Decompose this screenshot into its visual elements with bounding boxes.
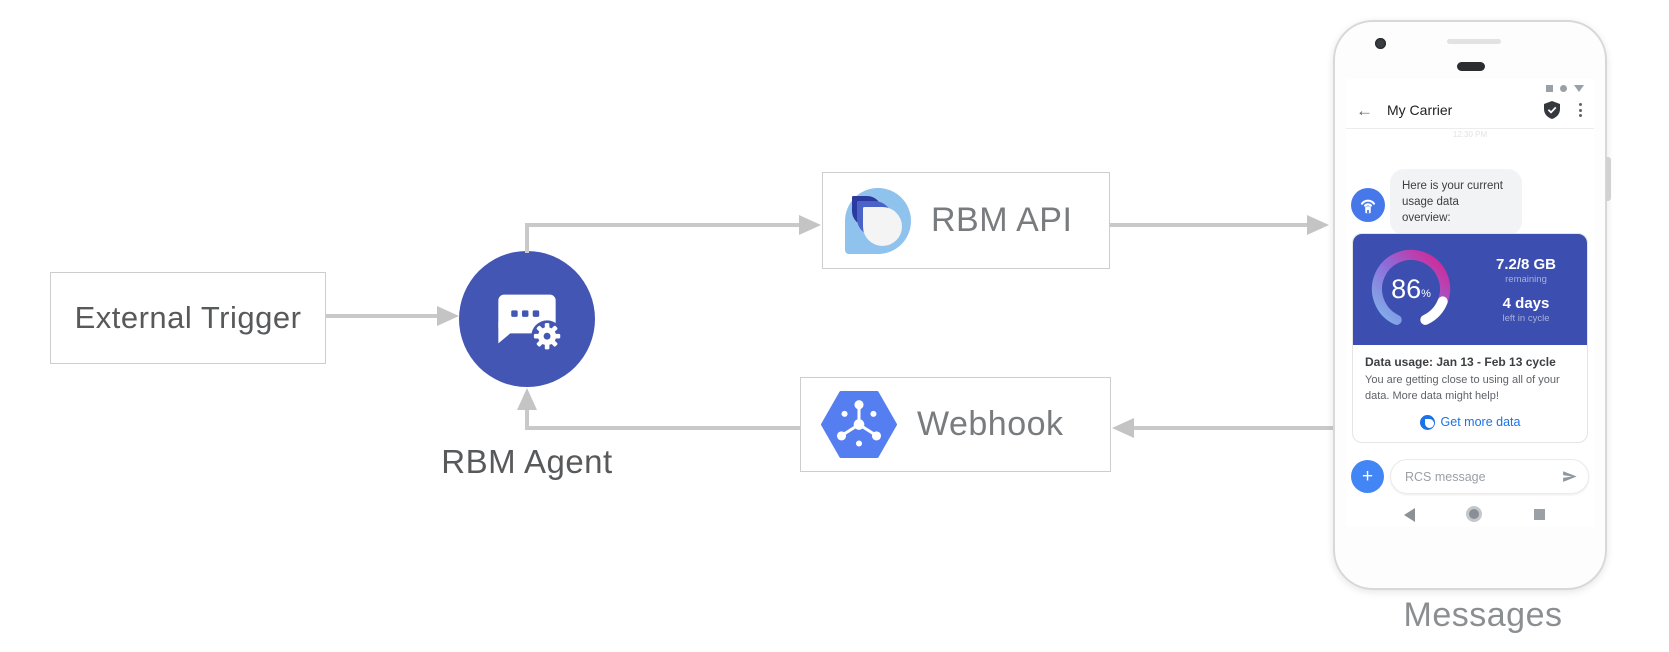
nav-back-icon[interactable] xyxy=(1404,508,1415,522)
usage-card: 86 % 7.2/8 GB remaining 4 days left in c… xyxy=(1352,233,1588,443)
arrowhead-agent-to-api xyxy=(799,215,821,235)
agent-message-bubble: Here is your current usage data overview… xyxy=(1390,169,1522,236)
messages-caption: Messages xyxy=(1403,596,1563,634)
line-agent-up-in xyxy=(525,408,529,430)
remaining-value: 7.2/8 GB xyxy=(1495,255,1557,273)
external-trigger-label: External Trigger xyxy=(74,300,302,335)
arrowhead-trigger-to-agent xyxy=(437,306,459,326)
rbm-agent-node xyxy=(459,251,595,387)
antenna-icon xyxy=(1360,199,1376,214)
message-timestamp: 12:30 PM xyxy=(1452,130,1488,139)
conversation-title: My Carrier xyxy=(1387,102,1453,118)
earpiece-slot xyxy=(1447,39,1501,44)
globe-icon xyxy=(1419,414,1435,430)
get-more-data-button[interactable]: Get more data xyxy=(1365,414,1575,430)
status-circle-icon xyxy=(1560,85,1567,92)
chat-gear-icon xyxy=(498,294,563,352)
usage-card-chart-panel: 86 % 7.2/8 GB remaining 4 days left in c… xyxy=(1353,234,1587,345)
verified-shield-icon xyxy=(1544,101,1560,119)
arrow-line-trigger-to-agent xyxy=(326,314,438,318)
nav-recents-icon[interactable] xyxy=(1534,509,1545,520)
send-icon[interactable] xyxy=(1561,468,1578,485)
usage-card-text-panel: Data usage: Jan 13 - Feb 13 cycle You ar… xyxy=(1353,345,1587,442)
external-trigger-box: External Trigger xyxy=(50,272,326,364)
arrowhead-api-to-phone xyxy=(1307,215,1329,235)
usage-card-title: Data usage: Jan 13 - Feb 13 cycle xyxy=(1365,355,1556,369)
remaining-label: remaining xyxy=(1505,273,1547,285)
status-bar xyxy=(1546,85,1584,92)
usage-gauge: 86 % xyxy=(1365,243,1457,335)
webhook-label: Webhook xyxy=(917,405,1064,443)
status-square-icon xyxy=(1546,85,1553,92)
line-phone-to-webhook xyxy=(1133,426,1333,430)
conversation-header: ← My Carrier xyxy=(1356,96,1584,124)
arrowhead-webhook-to-agent xyxy=(517,388,537,410)
power-button xyxy=(1606,157,1611,201)
status-triangle-icon xyxy=(1574,85,1584,92)
usage-card-body: You are getting close to using all of yo… xyxy=(1365,374,1560,402)
line-api-to-phone xyxy=(1110,223,1308,227)
line-agent-up xyxy=(525,225,529,253)
gear-icon xyxy=(531,320,563,352)
line-agent-to-api xyxy=(525,223,800,227)
get-more-data-label: Get more data xyxy=(1440,415,1521,430)
rcs-message-input[interactable] xyxy=(1405,469,1561,484)
rcs-compose-bar xyxy=(1390,459,1589,494)
days-value: 4 days xyxy=(1502,294,1550,312)
back-arrow-icon[interactable]: ← xyxy=(1356,100,1373,120)
phone-mockup: ← My Carrier 12:30 PM He xyxy=(1333,20,1611,590)
menu-dots-icon[interactable] xyxy=(1577,101,1584,119)
usage-stats: 7.2/8 GB remaining 4 days left in cycle xyxy=(1471,234,1581,345)
webhook-box: Webhook xyxy=(800,377,1111,472)
line-webhook-to-agent xyxy=(525,426,800,430)
rbm-api-label: RBM API xyxy=(931,201,1073,239)
header-divider xyxy=(1346,128,1594,129)
rbm-api-box: RBM API xyxy=(822,172,1110,269)
rbm-api-logo-icon xyxy=(845,187,911,254)
agent-avatar xyxy=(1351,188,1385,222)
gauge-center-label: 86 % xyxy=(1391,273,1431,304)
front-camera-icon xyxy=(1375,38,1386,49)
rbm-agent-label: RBM Agent xyxy=(441,443,613,480)
days-label: left in cycle xyxy=(1502,312,1550,324)
nav-home-icon[interactable] xyxy=(1466,506,1482,522)
plus-icon: + xyxy=(1361,466,1374,487)
attach-plus-button[interactable]: + xyxy=(1351,460,1384,493)
speaker-icon xyxy=(1457,62,1485,71)
webhook-hexagon-icon xyxy=(821,391,897,458)
arrowhead-phone-to-webhook xyxy=(1112,418,1134,438)
phone-screen: ← My Carrier 12:30 PM He xyxy=(1346,79,1594,527)
